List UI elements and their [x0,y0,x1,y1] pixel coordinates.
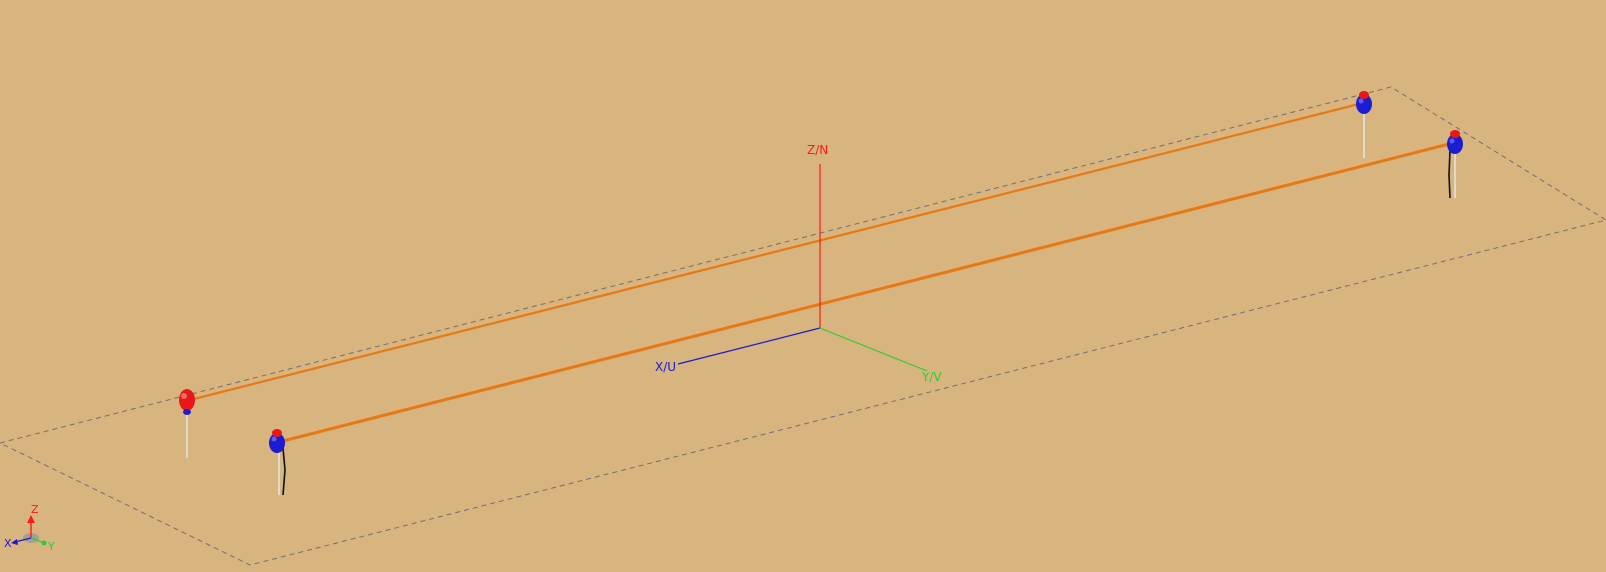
triad-z-label: Z [31,503,39,516]
electrode-3[interactable] [1356,91,1372,158]
y-axis-label: Y/V [921,370,942,384]
triad-y-tip-icon [41,540,47,546]
z-axis-label: Z/N [807,143,828,157]
electrode-1[interactable] [179,389,195,458]
triad-y-label: Y [47,540,55,553]
conductor-line-2[interactable] [278,139,1454,444]
main-axes: Z/N X/U Y/V [655,143,942,384]
triad-x-arrow-icon [11,539,18,545]
triad-x-axis [14,537,32,543]
y-axis [819,327,928,372]
x-axis [677,327,821,365]
triad-z-arrow-icon [27,515,35,523]
electrode-2[interactable] [269,429,286,496]
electrode-4[interactable] [1447,130,1463,199]
orientation-triad[interactable]: Z X Y [4,503,55,553]
conductor-line-1[interactable] [185,99,1364,403]
ground-boundary [0,86,1606,566]
x-axis-label: X/U [655,360,676,374]
triad-x-label: X [4,537,12,550]
